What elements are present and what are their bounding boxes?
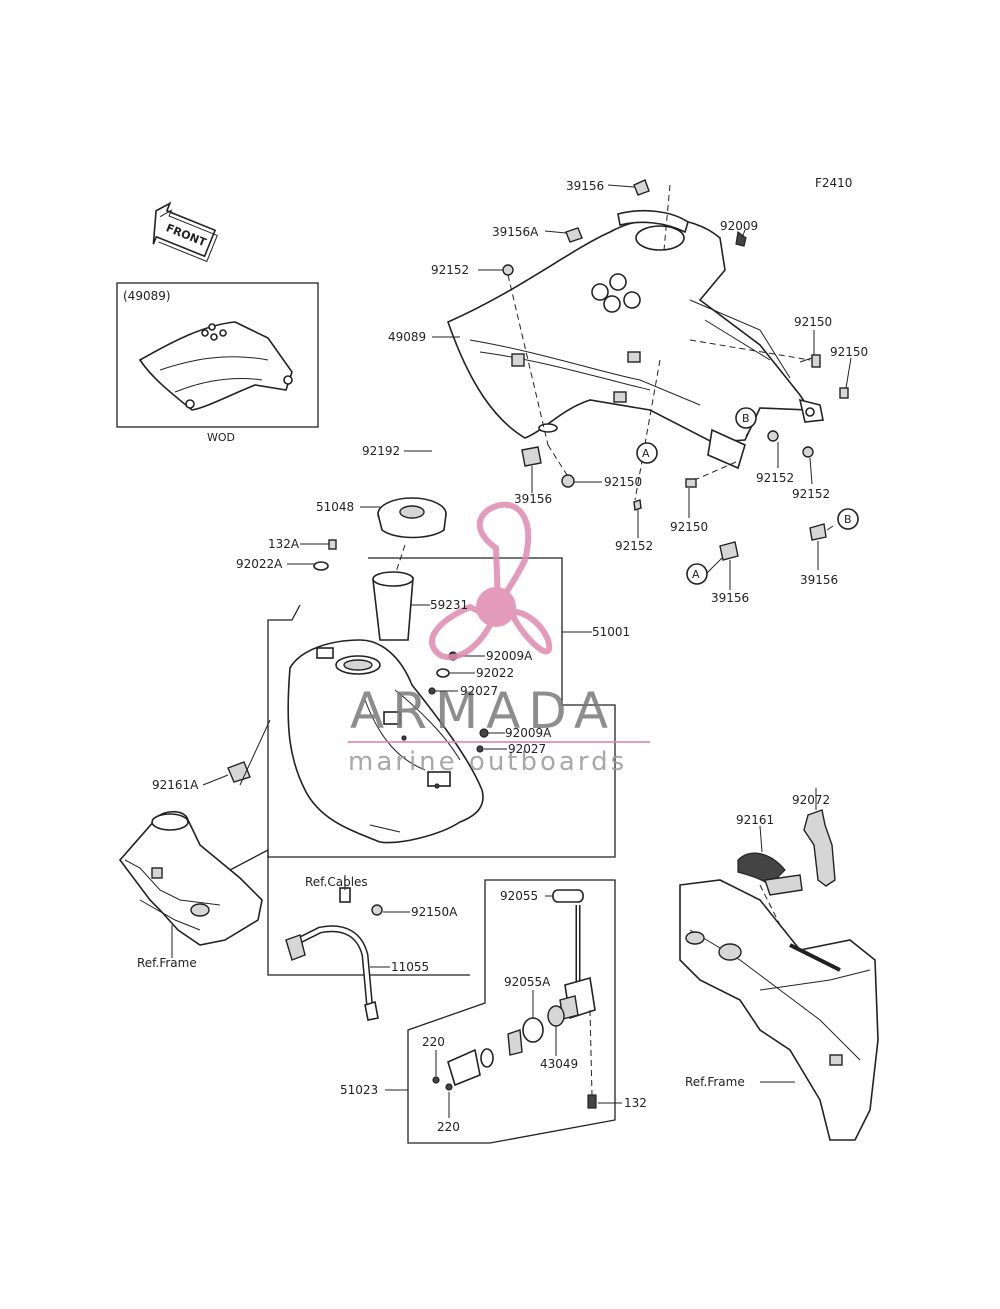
label-51048: 51048: [316, 500, 354, 514]
label-220-1: 220: [422, 1035, 445, 1049]
label-92072: 92072: [792, 793, 830, 807]
label-92027-2: 92027: [508, 742, 546, 756]
front-arrow-icon: FRONT: [152, 201, 218, 263]
diagram-code: F2410: [815, 176, 852, 190]
inset-ref: (49089): [123, 289, 171, 303]
label-39156-a: 39156: [711, 591, 749, 605]
label-39156-b: 39156: [800, 573, 838, 587]
label-39156A: 39156A: [492, 225, 539, 239]
marker-a-1: A: [642, 447, 650, 460]
frame-left: [118, 810, 263, 958]
label-92150-r1: 92150: [794, 315, 832, 329]
label-92161: 92161: [736, 813, 774, 827]
inset-caption: WOD: [207, 431, 235, 444]
label-92009A-1: 92009A: [486, 649, 533, 663]
label-51023: 51023: [340, 1083, 378, 1097]
label-92150-mid: 92150: [604, 475, 642, 489]
label-49089: 49089: [388, 330, 426, 344]
label-92150-r2: 92150: [830, 345, 868, 359]
label-92022: 92022: [476, 666, 514, 680]
frame-right: [679, 879, 879, 1141]
label-132: 132: [624, 1096, 647, 1110]
fuel-hose-11055: [285, 925, 390, 1021]
watermark-tagline: marine outboards: [348, 747, 627, 777]
marker-b-2: B: [844, 513, 852, 526]
label-92055: 92055: [500, 889, 538, 903]
label-132A: 132A: [268, 537, 300, 551]
watermark-logo: ARMADA marine outboards: [348, 501, 650, 777]
label-ref-cables: Ref.Cables: [305, 875, 368, 889]
label-92152-top: 92152: [431, 263, 469, 277]
label-ref-frame-right: Ref.Frame: [685, 1075, 745, 1089]
label-92152-r1: 92152: [756, 471, 794, 485]
label-51001: 51001: [592, 625, 630, 639]
label-39156-mid: 39156: [514, 492, 552, 506]
label-92152-low: 92152: [615, 539, 653, 553]
label-92150A: 92150A: [411, 905, 458, 919]
watermark-brand: ARMADA: [350, 682, 616, 740]
fuel-cap-51048: [360, 497, 447, 539]
label-92022A: 92022A: [236, 557, 283, 571]
label-92009: 92009: [720, 219, 758, 233]
label-39156-top: 39156: [566, 179, 604, 193]
inset-49089: (49089) WOD: [116, 282, 319, 444]
label-11055: 11055: [391, 960, 429, 974]
fuel-valve-51023: [559, 905, 622, 1109]
label-220-2: 220: [437, 1120, 460, 1134]
label-92055A: 92055A: [504, 975, 551, 989]
label-92152-r2: 92152: [792, 487, 830, 501]
label-92009A-2: 92009A: [505, 726, 552, 740]
label-ref-frame-left: Ref.Frame: [137, 956, 197, 970]
marker-a-2: A: [692, 568, 700, 581]
label-59231: 59231: [430, 598, 468, 612]
marker-b-1: B: [742, 412, 750, 425]
breather-hose-92192: [404, 399, 477, 474]
label-92150-low: 92150: [670, 520, 708, 534]
label-92161A: 92161A: [152, 778, 199, 792]
tank-cover-49089: [447, 209, 824, 470]
filter-59231: [372, 571, 430, 641]
label-92027-1: 92027: [460, 684, 498, 698]
label-92192: 92192: [362, 444, 400, 458]
label-43049: 43049: [540, 1057, 578, 1071]
